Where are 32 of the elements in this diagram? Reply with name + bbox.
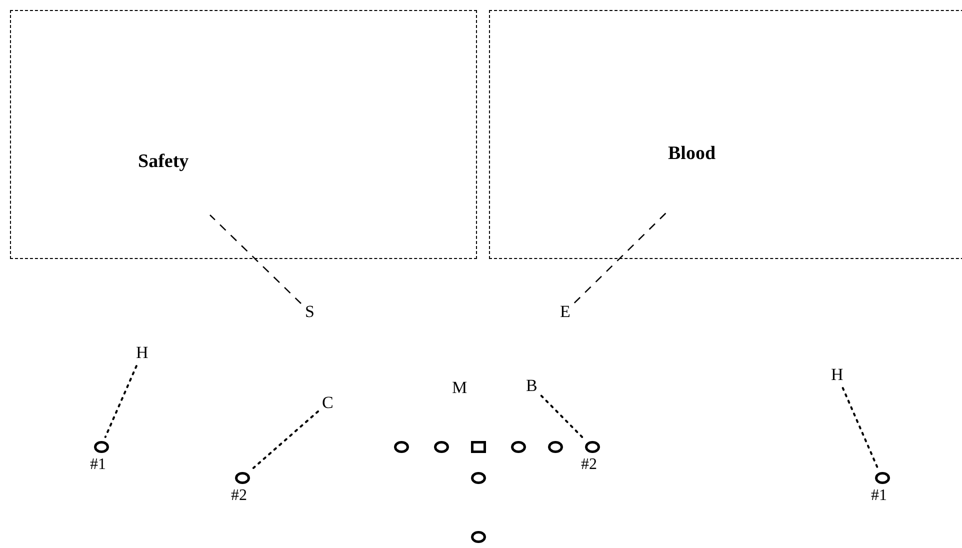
dotted-line xyxy=(104,365,138,438)
player-label: #2 xyxy=(581,456,597,473)
player-circle xyxy=(434,441,448,453)
position-letter: C xyxy=(322,394,334,412)
player-circle xyxy=(548,441,562,453)
player-circle xyxy=(584,441,600,453)
position-letter: B xyxy=(526,377,538,395)
dashed-line xyxy=(574,210,668,304)
player-circle xyxy=(874,472,890,484)
player-circle xyxy=(470,472,486,484)
dotted-line xyxy=(842,387,879,469)
player-label: #2 xyxy=(231,487,247,504)
zone-outline xyxy=(10,10,477,259)
position-letter: H xyxy=(831,366,844,384)
player-label: #1 xyxy=(90,456,106,473)
position-letter: E xyxy=(560,303,570,321)
zone-label: Safety xyxy=(138,151,189,173)
player-circle xyxy=(94,441,108,453)
position-letter: S xyxy=(305,303,314,321)
zone-outline xyxy=(489,10,962,259)
zone-label: Blood xyxy=(668,143,716,165)
player-circle xyxy=(394,441,408,453)
player-circle xyxy=(470,531,486,543)
player-label: #1 xyxy=(871,487,887,504)
position-letter: H xyxy=(136,344,148,362)
center-square xyxy=(470,441,486,453)
player-circle xyxy=(234,472,250,484)
dotted-line xyxy=(252,410,319,469)
dotted-line xyxy=(540,394,584,438)
dashed-line xyxy=(210,214,302,304)
player-circle xyxy=(510,441,526,453)
position-letter: M xyxy=(452,379,468,397)
